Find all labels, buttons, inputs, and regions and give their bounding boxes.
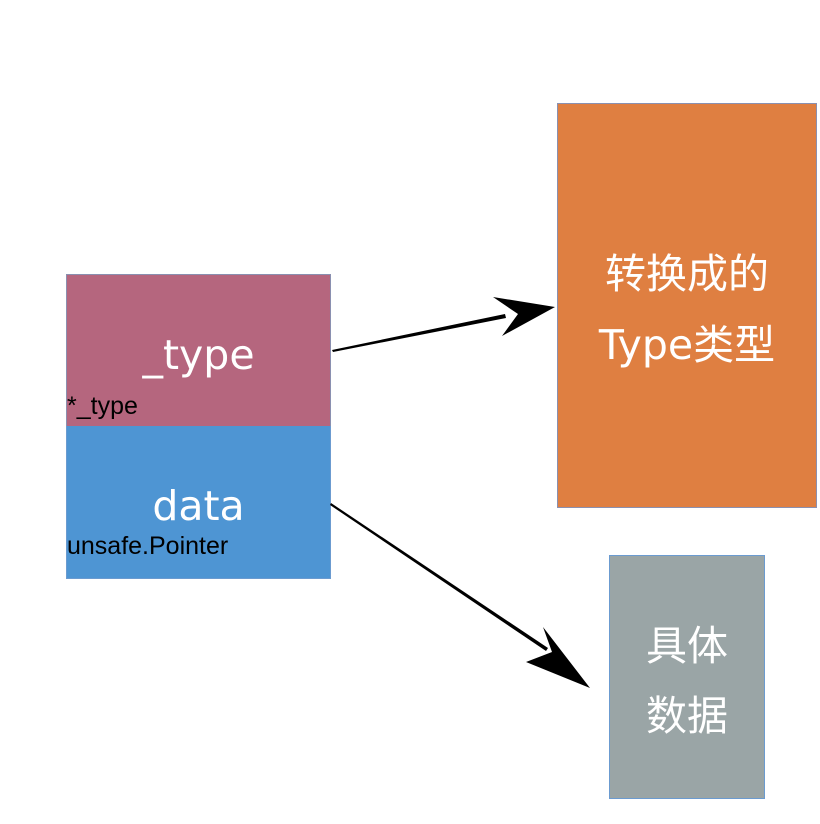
- data-field-block: data unsafe.Pointer: [66, 426, 331, 579]
- type-field-annotation: *_type: [67, 392, 138, 420]
- type-target-line1: 转换成的: [605, 250, 769, 298]
- type-target-line2: Type类型: [598, 321, 776, 369]
- type-field-block: _type *_type: [66, 274, 331, 426]
- data-field-annotation: unsafe.Pointer: [67, 532, 229, 560]
- type-arrow: [332, 297, 555, 352]
- data-arrow: [330, 503, 590, 688]
- data-field-label: data: [152, 482, 245, 530]
- data-target-line2: 数据: [646, 692, 728, 740]
- data-target-line1: 具体: [646, 622, 728, 670]
- type-field-label: _type: [142, 331, 255, 379]
- data-target-box: 具体 数据: [609, 555, 765, 799]
- type-target-box: 转换成的 Type类型: [557, 103, 817, 508]
